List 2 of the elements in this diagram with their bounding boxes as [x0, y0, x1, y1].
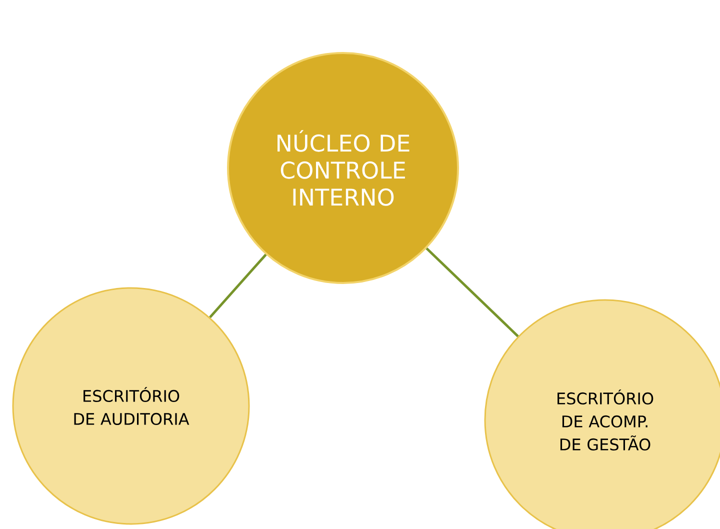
connector-line: [209, 254, 267, 318]
connector-line: [426, 248, 519, 338]
